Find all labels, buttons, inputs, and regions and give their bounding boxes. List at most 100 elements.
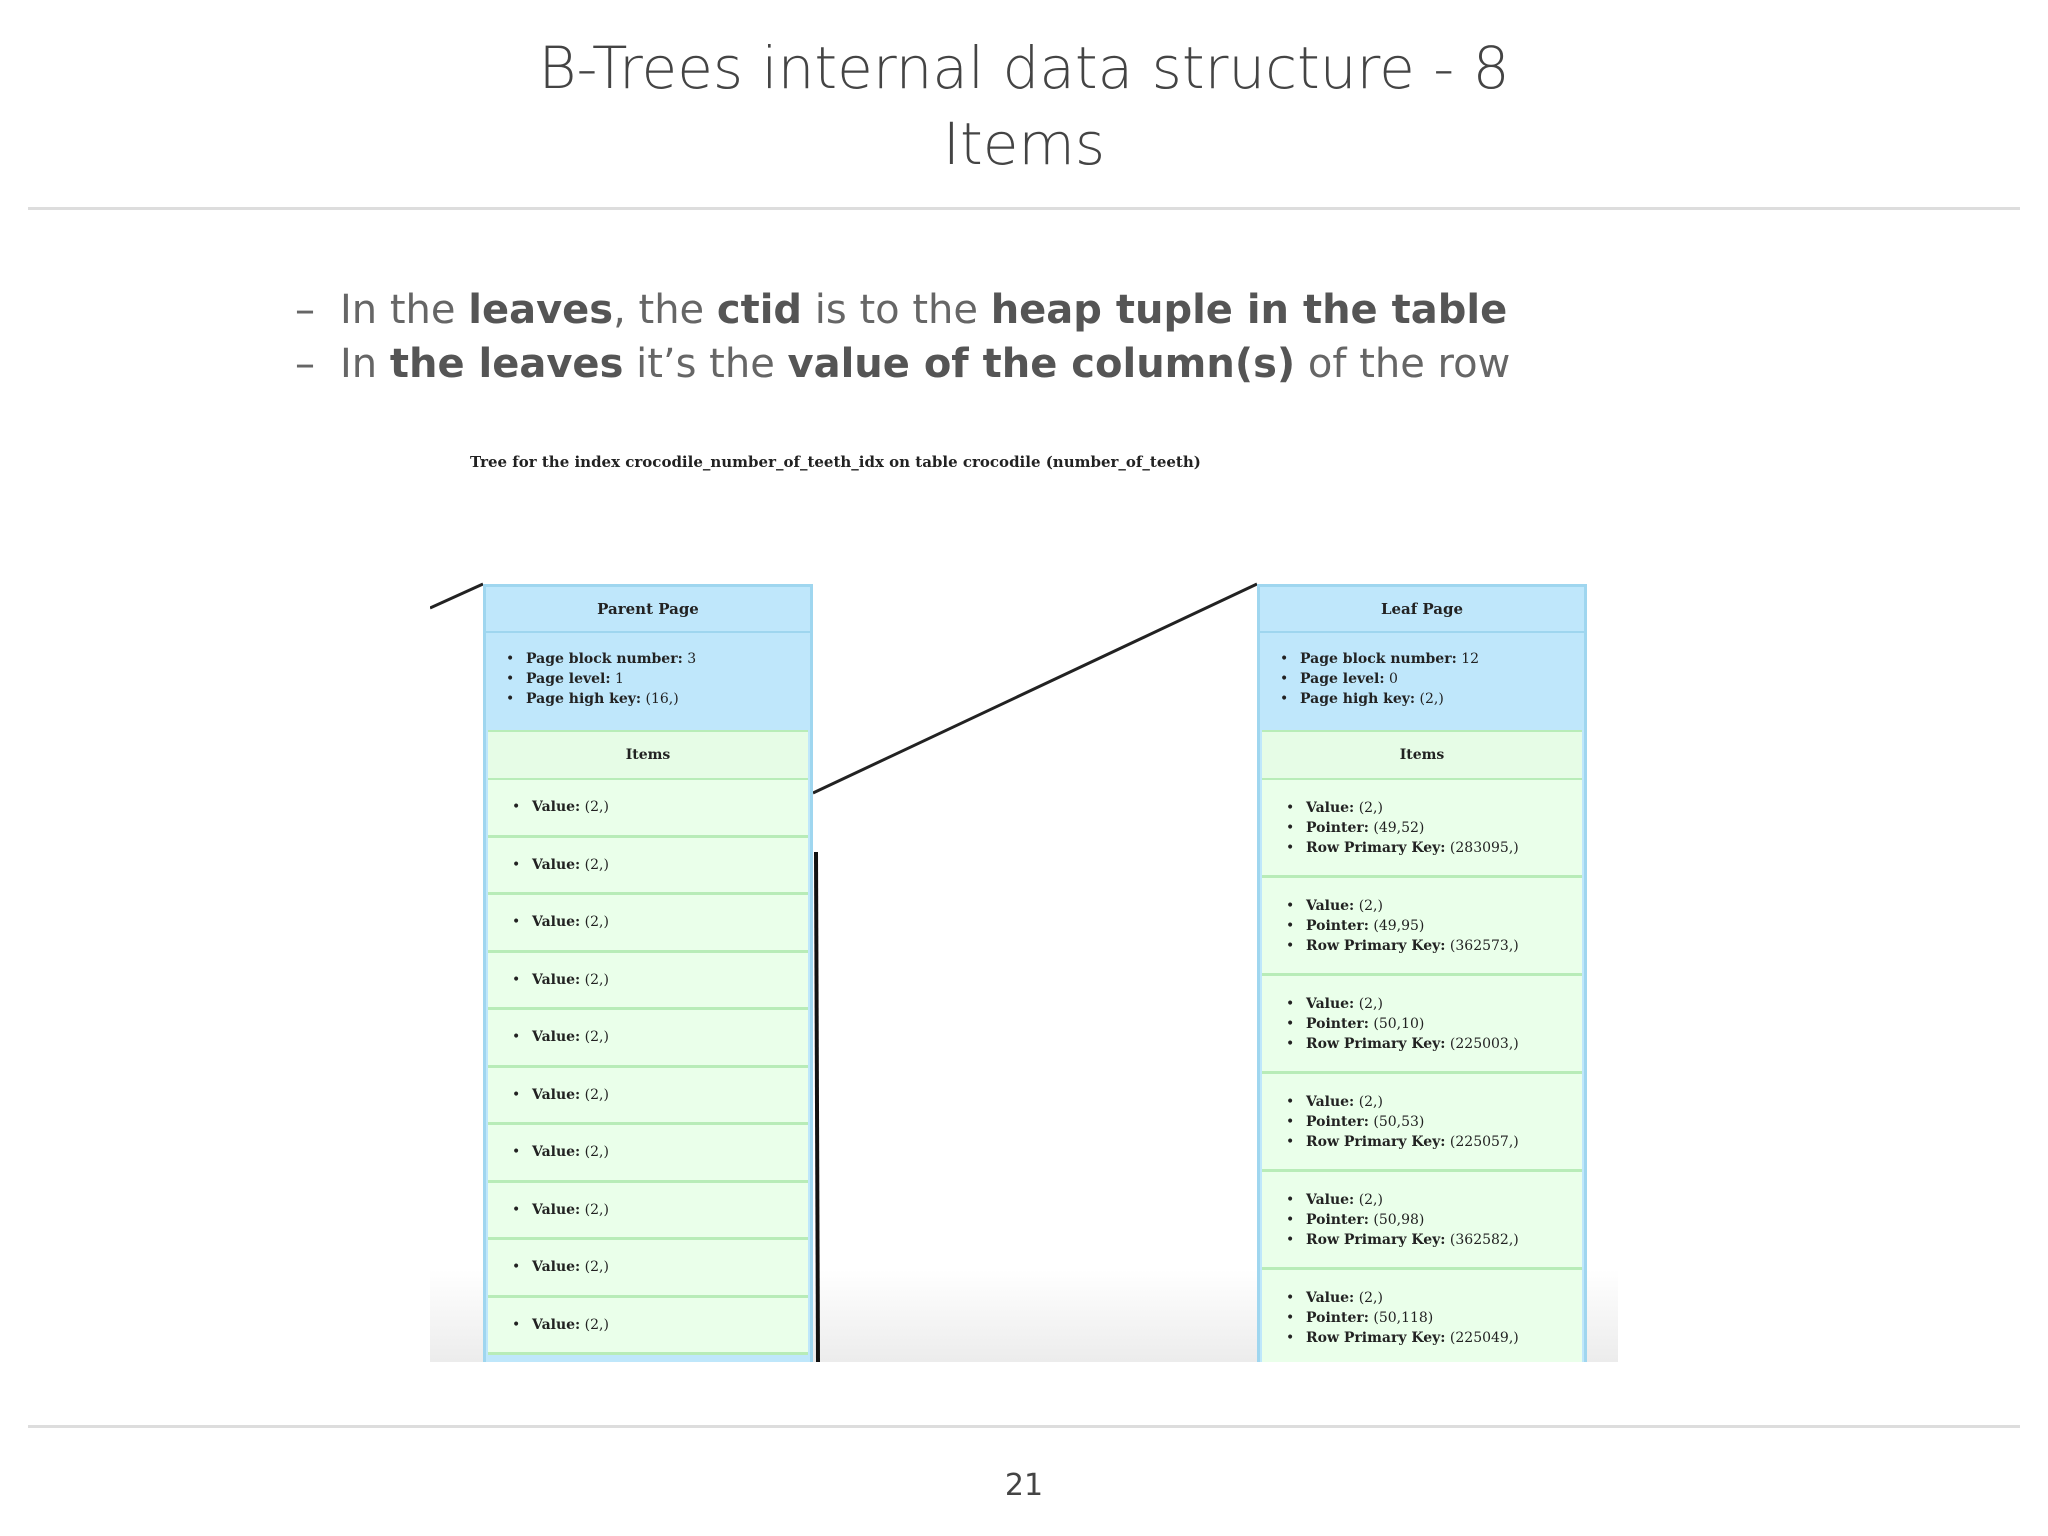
- parent-info-label: Page high key:: [526, 691, 642, 707]
- item-label: Row Primary Key:: [1306, 1232, 1446, 1248]
- connector-parent-to-leaf: [812, 582, 1258, 795]
- item-value: (2,): [580, 1144, 609, 1160]
- leaf-item: Value: (2,)Pointer: (50,53)Row Primary K…: [1262, 1074, 1582, 1172]
- item-label: Value:: [532, 1316, 581, 1333]
- item-label: Row Primary Key:: [1306, 1134, 1446, 1150]
- item-value: (2,): [1358, 898, 1383, 914]
- top-divider: [28, 207, 2020, 210]
- item-value: (362582,): [1449, 1232, 1519, 1248]
- bullet-text: , the: [613, 287, 717, 333]
- slide-title-line1: B-Trees internal data structure - 8: [538, 34, 1510, 102]
- bullet-text: the leaves: [389, 341, 624, 387]
- leaf-item: Value: (2,)Pointer: (49,52)Row Primary K…: [1262, 780, 1582, 878]
- leaf-item-row-key-row: Row Primary Key: (225049,): [1286, 1328, 1582, 1348]
- item-label: Value:: [532, 799, 581, 815]
- item-label: Value:: [1306, 800, 1355, 816]
- parent-item: Value: (2,): [488, 1010, 808, 1068]
- item-value: (2,): [1358, 1094, 1383, 1110]
- bullet-text: of the row: [1295, 341, 1511, 387]
- leaf-item-row-key-row: Row Primary Key: (362582,): [1286, 1230, 1582, 1250]
- parent-info-label: Page level:: [526, 671, 611, 687]
- bottom-divider: [28, 1425, 2020, 1428]
- parent-item-value-row: Value: (2,): [512, 1142, 808, 1162]
- leaf-item: Value: (2,) Pointer: (50,98) Row Primary K…: [1262, 1172, 1582, 1270]
- item-value: (2,): [580, 1259, 609, 1275]
- leaf-info-row: Page block number: 12: [1280, 649, 1584, 669]
- item-label: Pointer:: [1306, 918, 1369, 934]
- item-label: Row Primary Key:: [1306, 938, 1446, 954]
- item-label: Row Primary Key:: [1306, 840, 1446, 856]
- item-label: Value:: [1306, 1192, 1355, 1208]
- btree-screenshot: Tree for the index crocodile_number_of_t…: [430, 440, 1618, 1362]
- item-label: Value:: [532, 1029, 581, 1045]
- parent-info-value: (16,): [641, 691, 679, 707]
- parent-info-label: Page block number:: [526, 651, 683, 667]
- parent-info-value: 1: [610, 671, 624, 687]
- leaf-page-info: Page block number: 12Page level: 0 Page h…: [1260, 633, 1584, 730]
- item-label: Pointer:: [1306, 1310, 1369, 1326]
- item-label: Pointer:: [1306, 1114, 1369, 1130]
- leaf-item-pointer-row: Pointer: (50,53): [1286, 1112, 1582, 1132]
- bullet-dash: –: [295, 341, 315, 387]
- parent-info-row: Page high key: (16,): [506, 689, 810, 709]
- item-label: Value:: [532, 1086, 581, 1103]
- item-label: Value:: [1306, 898, 1355, 914]
- leaf-item-row-key-row: Row Primary Key: (362573,): [1286, 936, 1582, 956]
- item-value: (2,): [580, 1316, 609, 1333]
- item-value: (2,): [580, 914, 609, 930]
- item-label: Value:: [532, 1259, 581, 1275]
- leaf-info-label: Page high key:: [1300, 691, 1416, 707]
- parent-item: Value: (2,): [488, 952, 808, 1010]
- page-number: 21: [1004, 1468, 1044, 1503]
- item-value: (50,10): [1373, 1016, 1425, 1032]
- leaf-item: Value: (2,)Pointer: (49,95)Row Primary K…: [1262, 878, 1582, 976]
- leaf-item-pointer-row: Pointer: (50,118): [1286, 1308, 1582, 1328]
- parent-info-value: 3: [682, 651, 697, 667]
- parent-item: Value: (2,): [488, 895, 808, 953]
- item-value: (2,): [580, 1201, 609, 1218]
- item-label: Value:: [1306, 1094, 1355, 1110]
- item-value: (2,): [1358, 1192, 1383, 1208]
- leaf-info-value: 12: [1456, 651, 1480, 667]
- parent-item-value-row: Value: (2,): [512, 1027, 808, 1047]
- item-value: (50,98): [1373, 1212, 1425, 1228]
- item-label: Value:: [532, 914, 581, 930]
- leaf-info-value: (2,): [1415, 691, 1444, 707]
- item-value: (2,): [1358, 800, 1383, 816]
- bullet-text: In the: [340, 287, 469, 333]
- parent-item-value-row: Value: (2,): [512, 1200, 808, 1220]
- bullet-list: –In the leaves, the ctid is to the heap …: [295, 283, 1510, 391]
- leaf-items-header: Items: [1262, 730, 1582, 780]
- item-value: (50,53): [1373, 1114, 1425, 1130]
- item-value: (225003,): [1449, 1036, 1519, 1052]
- item-label: Row Primary Key:: [1306, 1330, 1446, 1346]
- parent-item-value-row: Value: (2,): [512, 1257, 808, 1277]
- connector-vertical: [814, 851, 820, 1362]
- item-label: Pointer:: [1306, 1212, 1369, 1228]
- leaf-item-row-key-row: Row Primary Key: (283095,): [1286, 838, 1582, 858]
- parent-items-list: Value: (2,)Value: (2,)Value: (2,)Value: …: [488, 780, 808, 1355]
- item-value: (283095,): [1449, 840, 1519, 856]
- parent-item-value-row: Value: (2,): [512, 970, 808, 990]
- parent-item: Value: (2,): [488, 1067, 808, 1125]
- item-value: (2,): [580, 1029, 609, 1045]
- bullet-dash: –: [295, 287, 315, 333]
- item-value: (362573,): [1449, 938, 1519, 954]
- parent-page-header: Parent Page: [486, 587, 810, 633]
- item-label: Value:: [532, 856, 581, 873]
- leaf-info-row: Page level: 0: [1280, 669, 1584, 689]
- item-value: (50,118): [1373, 1310, 1434, 1326]
- bullet-item: –In the leaves, the ctid is to the heap …: [295, 283, 1510, 337]
- parent-item: Value: (2,): [488, 837, 808, 895]
- connector-left-edge: [430, 582, 484, 610]
- leaf-item-pointer-row: Pointer: (50,10): [1286, 1014, 1582, 1034]
- leaf-item-row-key-row: Row Primary Key: (225057,): [1286, 1132, 1582, 1152]
- item-value: (2,): [580, 856, 609, 873]
- bullet-item: –In the leaves it’s the value of the col…: [295, 337, 1510, 391]
- parent-items-header: Items: [488, 730, 808, 780]
- slide-title-line2: Items: [942, 110, 1106, 178]
- parent-info-row: Page block number: 3: [506, 649, 810, 669]
- parent-item: Value: (2,): [488, 1125, 808, 1183]
- leaf-page: Leaf Page Page block number: 12Page leve…: [1257, 584, 1587, 1362]
- parent-info-row: Page level: 1: [506, 669, 810, 689]
